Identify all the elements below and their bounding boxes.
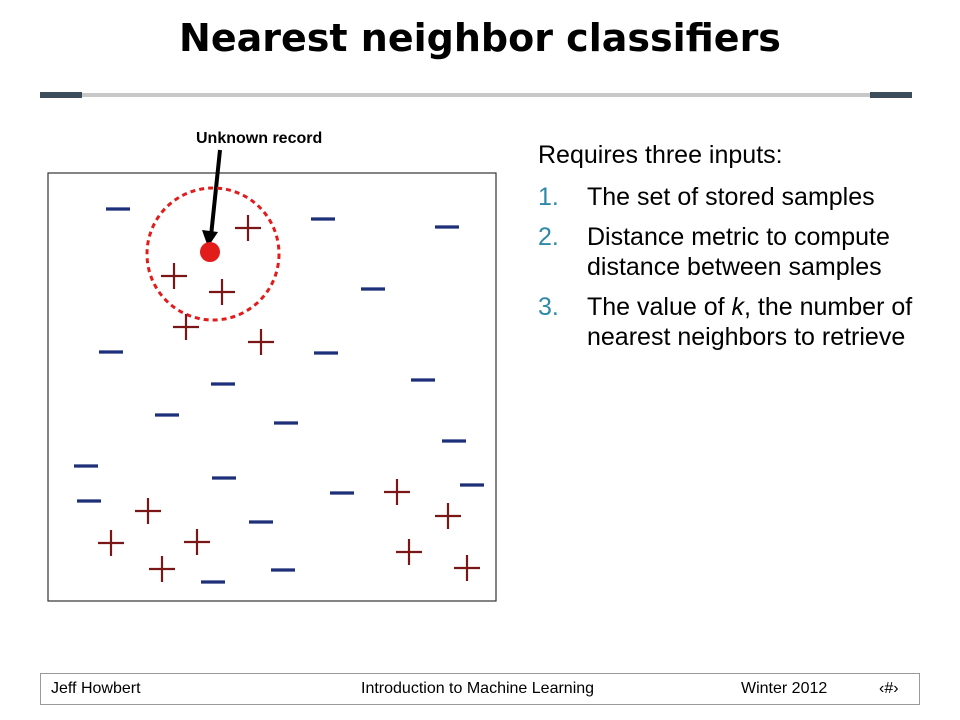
query-point [200, 242, 220, 262]
list-text: The set of stored samples [587, 183, 875, 211]
list-text-before: The value of [587, 293, 732, 321]
content-panel: Requires three inputs: 1. The set of sto… [538, 138, 938, 362]
list-item: 3. The value of k, the number of nearest… [538, 292, 938, 352]
plus-marker [135, 498, 161, 524]
plus-marker [98, 530, 124, 556]
plus-marker [149, 556, 175, 582]
slide-title: Nearest neighbor classifiers [179, 16, 781, 60]
neighborhood-circle [145, 186, 281, 322]
footer: Jeff Howbert Introduction to Machine Lea… [40, 673, 920, 705]
plot-frame [47, 172, 497, 602]
plus-marker [435, 503, 461, 529]
footer-term: Winter 2012 [741, 680, 828, 697]
plus-marker [235, 215, 261, 241]
plus-marker [184, 529, 210, 555]
title-rule-right [870, 92, 912, 98]
list-text-after: , the number of nearest neighbors to ret… [587, 293, 913, 351]
list-item: 1. The set of stored samples [538, 182, 938, 212]
footer-page-number: ‹#› [879, 680, 899, 697]
arrow [202, 149, 222, 247]
positive-samples [98, 215, 480, 582]
inputs-list: 1. The set of stored samples 2. Distance… [538, 182, 938, 352]
plus-marker [248, 329, 274, 355]
scatter-diagram: Unknown record [47, 130, 497, 602]
plus-marker [161, 263, 187, 289]
negative-samples [74, 207, 484, 584]
plus-marker [209, 279, 235, 305]
list-number: 2. [538, 223, 559, 251]
list-text: The value of k, the number of nearest ne… [587, 292, 938, 352]
footer-author: Jeff Howbert [51, 680, 141, 697]
list-item: 2. Distance metric to compute distance b… [538, 222, 938, 282]
list-number: 3. [538, 293, 559, 321]
plus-marker [396, 539, 422, 565]
plus-marker [454, 555, 480, 581]
unknown-record-label: Unknown record [196, 130, 322, 147]
k-variable: k [731, 293, 745, 321]
plus-marker [384, 479, 410, 505]
intro-text: Requires three inputs: [538, 141, 783, 169]
list-number: 1. [538, 183, 559, 211]
nearest-neighbor-figure: Unknown record [40, 118, 510, 608]
footer-course: Introduction to Machine Learning [361, 680, 595, 697]
plus-marker [173, 314, 199, 340]
list-text: Distance metric to compute distance betw… [587, 223, 890, 281]
title-rule-middle [82, 93, 870, 97]
title-rule-left [40, 92, 82, 98]
